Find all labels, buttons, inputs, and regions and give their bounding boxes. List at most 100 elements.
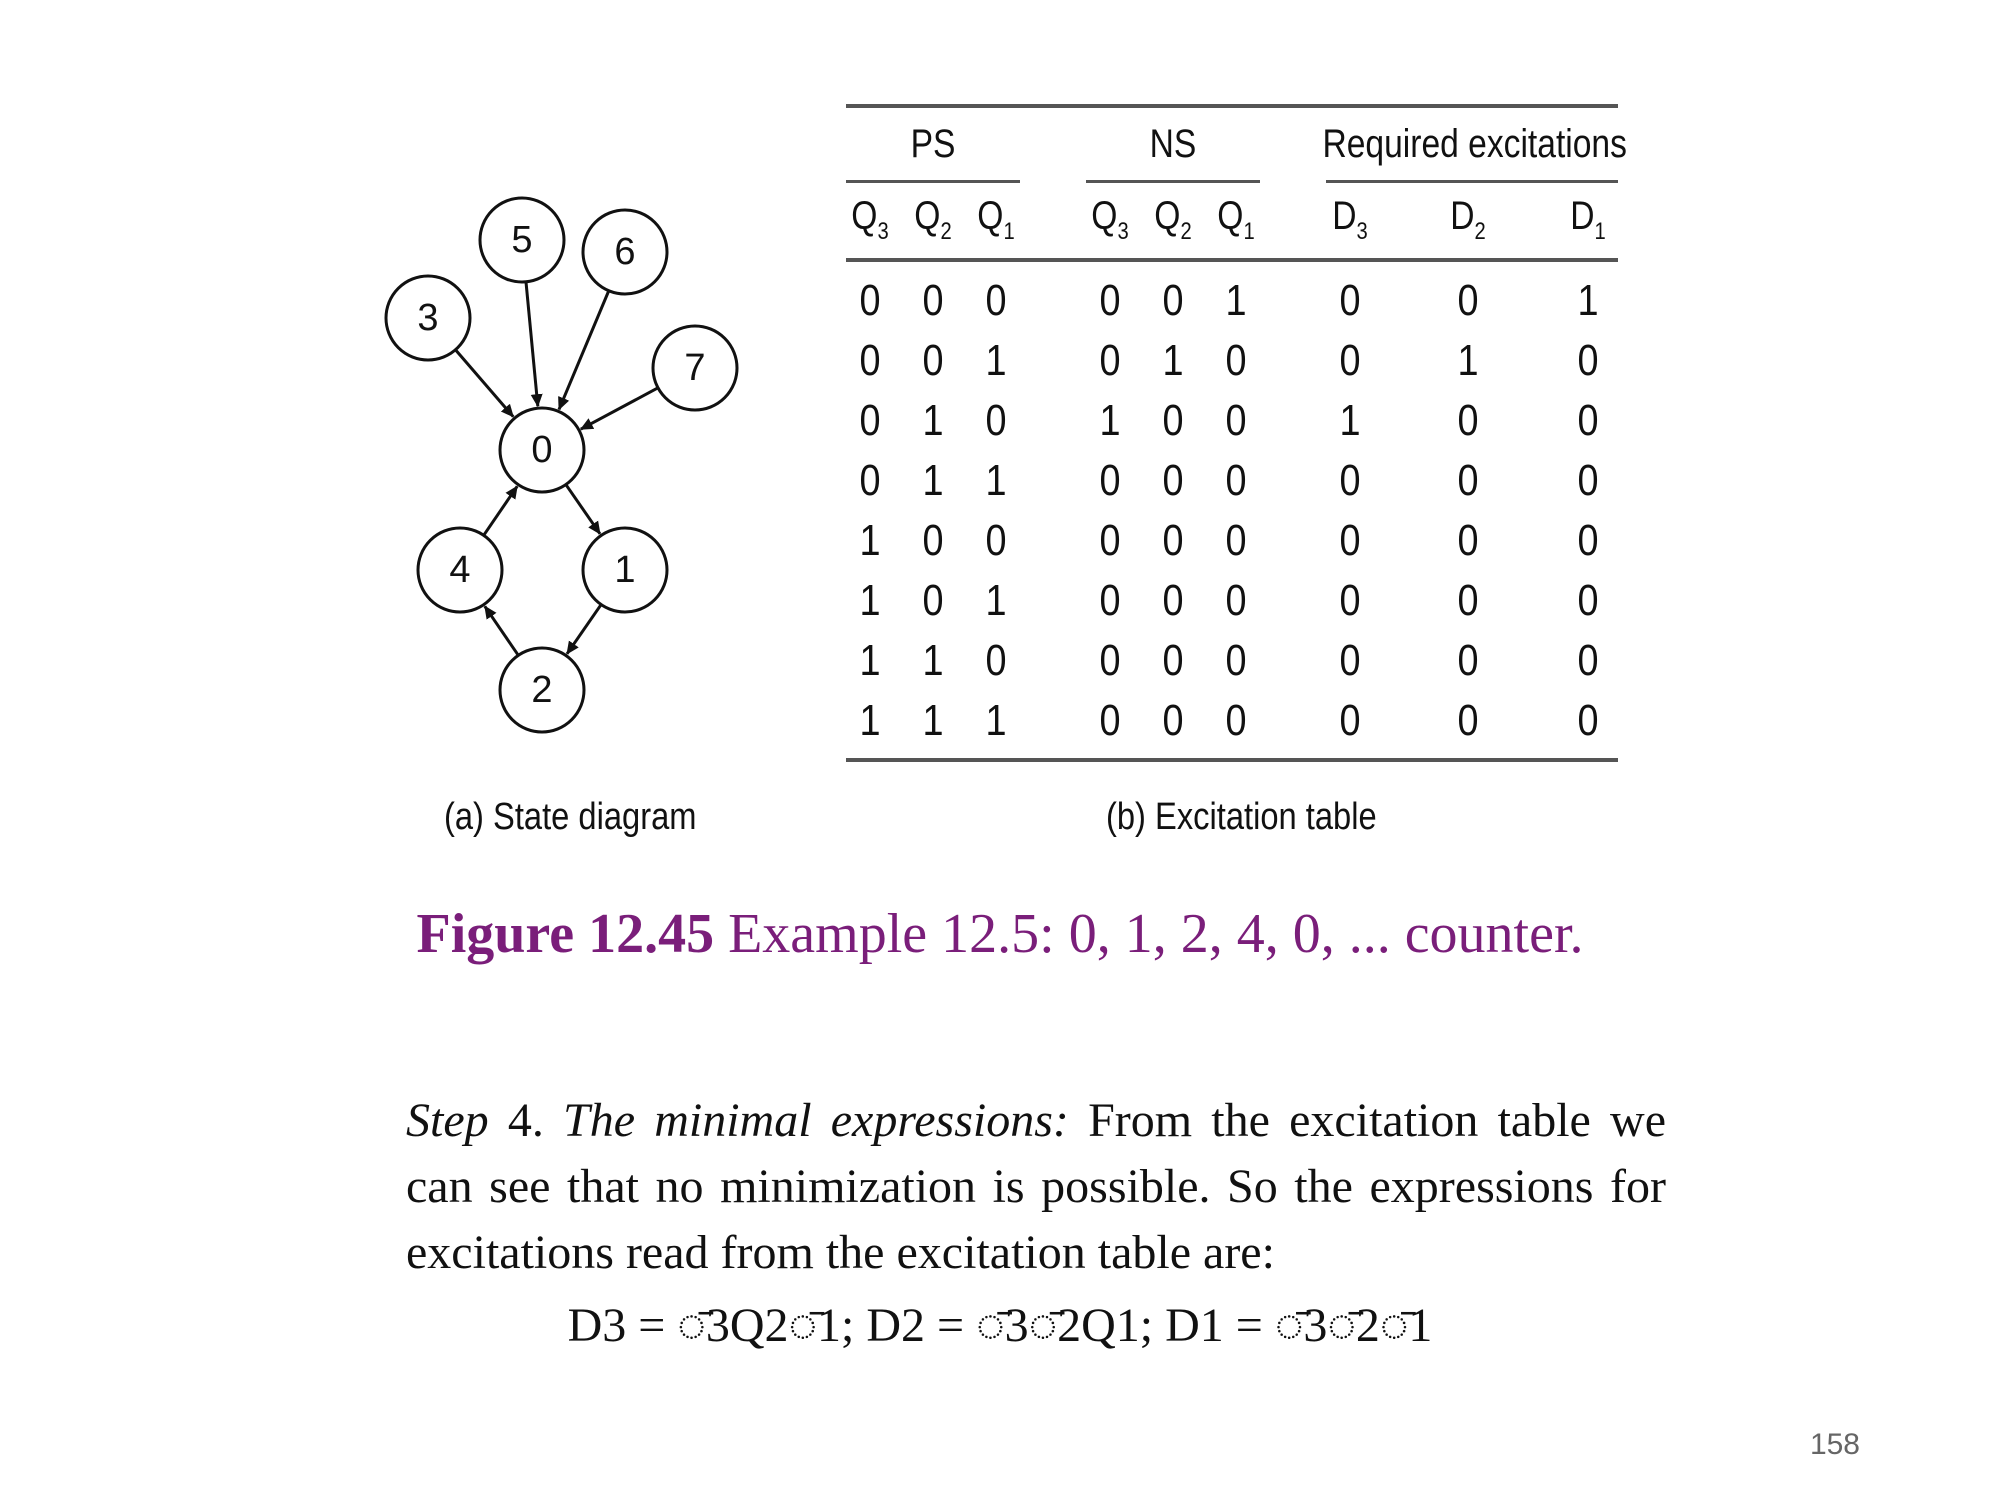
edge-7-to-0 [579, 386, 659, 431]
table-cell: 0 [1225, 576, 1247, 625]
table-cell: 0 [1457, 396, 1479, 445]
table-cell: 0 [1457, 276, 1479, 325]
table-cell: 0 [1339, 696, 1361, 745]
table-cell: 0 [985, 396, 1007, 445]
column-header: Q1 [1211, 194, 1261, 246]
edge-2-to-4 [483, 605, 520, 657]
table-cell: 0 [1162, 456, 1184, 505]
column-header: Q1 [971, 194, 1021, 246]
table-cell: 0 [1099, 696, 1121, 745]
state-node-0: 0 [498, 406, 586, 494]
table-cell: 1 [1457, 336, 1479, 385]
edge-5-to-0 [524, 281, 543, 408]
state-diagram-caption: (a) State diagram [444, 796, 697, 838]
column-header: Q2 [908, 194, 958, 246]
column-header-subscript: 3 [1356, 218, 1368, 245]
state-node-circle [498, 646, 586, 734]
column-header-base: Q [1154, 194, 1181, 238]
table-cell: 0 [1577, 516, 1599, 565]
column-header: Q2 [1148, 194, 1198, 246]
table-cell: 0 [922, 576, 944, 625]
table-cell: 0 [1457, 696, 1479, 745]
state-diagram: 0 1 2 3 4 5 6 7 [384, 196, 739, 734]
table-cell: 0 [1457, 456, 1479, 505]
table-cell: 0 [1099, 576, 1121, 625]
group-rule-ns [1086, 180, 1260, 183]
column-header-base: Q [914, 194, 941, 238]
table-cell: 0 [1339, 636, 1361, 685]
step-label: Step [406, 1094, 489, 1147]
table-cell: 1 [1099, 396, 1121, 445]
state-node-circle [581, 526, 669, 614]
table-cell: 1 [1225, 276, 1247, 325]
state-node-label: 3 [417, 297, 438, 339]
table-cell: 0 [1457, 636, 1479, 685]
diagram-nodes: 0 1 2 3 4 5 6 7 [384, 196, 739, 734]
state-node-1: 1 [581, 526, 669, 614]
table-cell: 0 [1577, 336, 1599, 385]
state-node-7: 7 [651, 324, 739, 412]
table-cell: 1 [859, 696, 881, 745]
table-cell: 0 [1225, 456, 1247, 505]
table-cell: 0 [1162, 396, 1184, 445]
state-node-circle [384, 274, 472, 362]
step-title: The minimal expressions: [563, 1094, 1069, 1147]
table-cell: 1 [922, 636, 944, 685]
column-header-base: D [1450, 194, 1475, 238]
column-header-base: D [1570, 194, 1595, 238]
table-cell: 0 [1577, 576, 1599, 625]
table-cell: 1 [985, 336, 1007, 385]
table-cell: 0 [922, 336, 944, 385]
table-cell: 0 [1577, 456, 1599, 505]
table-cell: 0 [859, 336, 881, 385]
table-cell: 1 [922, 696, 944, 745]
page-number: 158 [1809, 1428, 1860, 1461]
table-cell: 0 [922, 276, 944, 325]
group-rule-ps [846, 180, 1020, 183]
edge-4-to-0 [482, 485, 519, 537]
group-header-ps: PS [910, 122, 956, 166]
group-header-required-excitations: Required excitations [1322, 122, 1627, 166]
table-cell: 0 [1577, 696, 1599, 745]
group-rule-required [1326, 180, 1618, 183]
table-cell: 0 [1099, 276, 1121, 325]
table-cell: 0 [859, 276, 881, 325]
table-cell: 0 [859, 456, 881, 505]
table-cell: 0 [1339, 516, 1361, 565]
state-node-label: 4 [449, 549, 470, 591]
column-header-subscript: 2 [1474, 218, 1486, 245]
edge-0-to-1 [564, 483, 602, 535]
edge-1-to-2 [565, 603, 603, 655]
column-header: D2 [1443, 194, 1493, 246]
table-cell: 0 [1225, 396, 1247, 445]
state-node-2: 2 [498, 646, 586, 734]
table-cell: 0 [1099, 336, 1121, 385]
state-node-circle [581, 208, 669, 296]
state-node-label: 2 [531, 669, 552, 711]
column-header-subscript: 3 [877, 218, 889, 245]
table-cell: 0 [1339, 576, 1361, 625]
table-cell: 1 [859, 516, 881, 565]
table-cell: 0 [1225, 516, 1247, 565]
excitation-equation: D3 = ◌̄3Q2◌̄1; D2 = ◌̄3◌̄2Q1; D1 = ◌̄3◌̄… [567, 1299, 1433, 1352]
table-cell: 1 [985, 456, 1007, 505]
table-cell: 0 [1225, 336, 1247, 385]
step-body: From the excitation table we can see tha… [406, 1094, 1666, 1279]
figure-label: Figure 12.45 [416, 903, 715, 965]
diagram-edges [454, 281, 659, 657]
state-node-label: 5 [511, 219, 532, 261]
state-node-label: 6 [614, 231, 635, 273]
table-cell: 1 [922, 456, 944, 505]
edge-3-to-0 [454, 348, 515, 418]
table-cell: 0 [922, 516, 944, 565]
column-header: D3 [1325, 194, 1375, 246]
table-cell: 1 [922, 396, 944, 445]
column-header: D1 [1563, 194, 1613, 246]
state-node-6: 6 [581, 208, 669, 296]
column-header: Q3 [1085, 194, 1135, 246]
state-node-label: 0 [531, 429, 552, 471]
table-cell: 0 [1457, 516, 1479, 565]
excitation-table-caption: (b) Excitation table [1106, 796, 1377, 838]
table-cell: 0 [1339, 276, 1361, 325]
